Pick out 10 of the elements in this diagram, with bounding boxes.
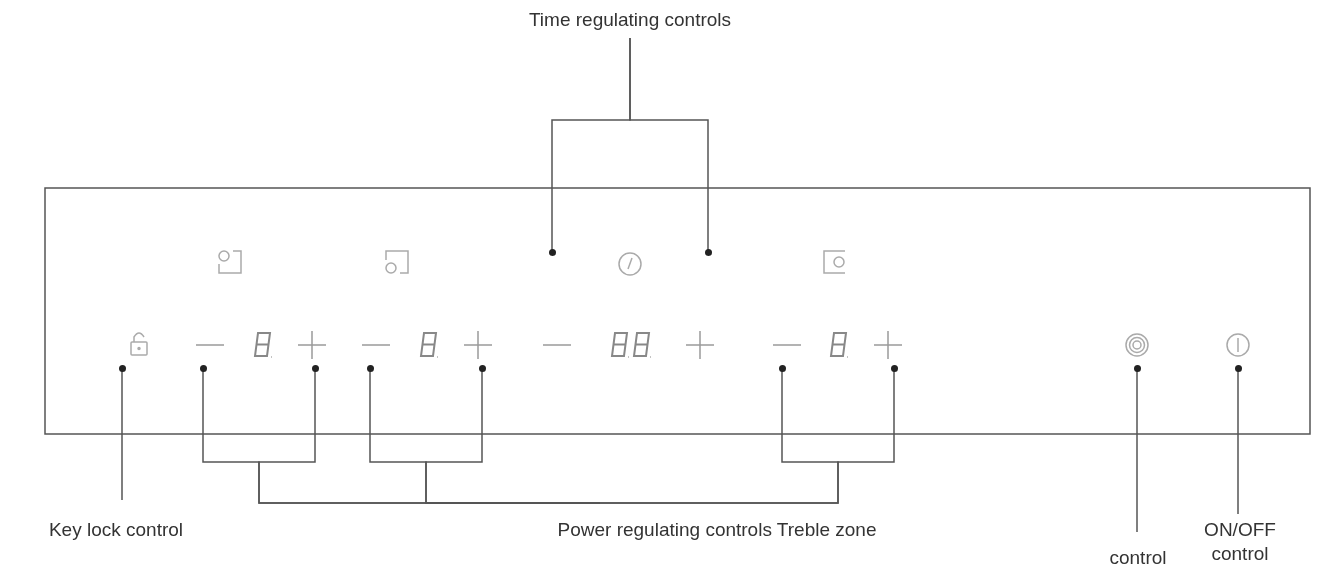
leader-line [425, 370, 601, 504]
callout-label: control [1109, 547, 1167, 568]
leader-line [121, 370, 123, 501]
callout-label: Power regulating controls Treble zone [557, 519, 877, 540]
callout-label: Time regulating controls [528, 9, 732, 30]
callout-label: Key lock control [48, 519, 184, 540]
leader-line [599, 370, 895, 504]
callout-label: ON/OFF control [1204, 519, 1276, 564]
leader-line [1237, 370, 1239, 515]
leader-line [1136, 370, 1138, 533]
